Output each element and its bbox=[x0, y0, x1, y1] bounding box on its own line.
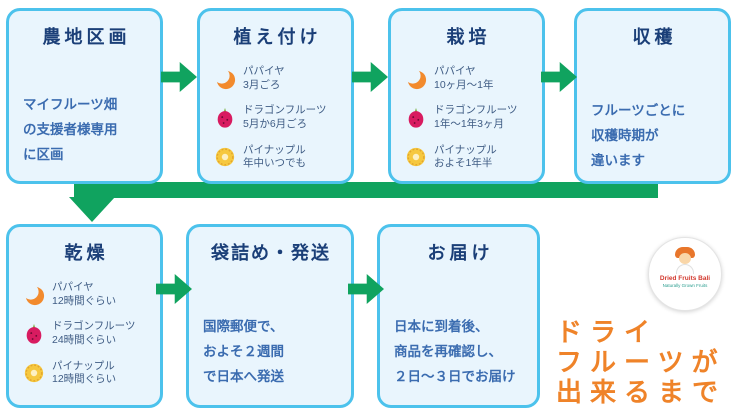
fruit-detail: 5月か6月ごろ bbox=[243, 117, 308, 130]
list-item: パパイヤ 10ヶ月～1年 bbox=[405, 65, 534, 92]
step-4-harvest-box: 収穫 フルーツごとに 収穫時期が 違います bbox=[574, 8, 731, 184]
fruit-name: パパイヤ bbox=[243, 65, 285, 77]
fruit-detail: 12時間ぐらい bbox=[52, 294, 117, 307]
list-item: ドラゴンフルーツ 5月か6月ごろ bbox=[214, 104, 343, 131]
step-7-delivery-box: お届け 日本に到着後、 商品を再確認し、 ２日～３日でお届け bbox=[377, 224, 540, 408]
list-item: パイナップル 12時間ぐらい bbox=[23, 360, 152, 387]
papaya-icon bbox=[405, 67, 427, 90]
step-title: 植え付け bbox=[233, 27, 322, 47]
flow-connector-arrowhead-down-icon bbox=[69, 197, 115, 222]
flow-connector-bar bbox=[74, 182, 658, 198]
list-item: パイナップル 年中いつでも bbox=[214, 144, 343, 171]
fruit-detail: 24時間ぐらい bbox=[52, 333, 117, 346]
fruit-name: パパイヤ bbox=[434, 65, 476, 77]
flow-arrow-right-icon bbox=[161, 62, 197, 92]
list-item: パパイヤ 12時間ぐらい bbox=[23, 281, 152, 308]
pineapple-icon bbox=[405, 146, 427, 168]
list-item: ドラゴンフルーツ 24時間ぐらい bbox=[23, 320, 152, 347]
caption-line: 出来るまで bbox=[556, 376, 727, 407]
step-5-drying-box: 乾燥 パパイヤ 12時間ぐらい ドラゴンフルーツ 24時間ぐらい bbox=[6, 224, 163, 408]
fruit-detail: 年中いつでも bbox=[243, 157, 306, 170]
dragonfruit-icon bbox=[405, 107, 427, 129]
step-description: フルーツごとに 収穫時期が 違います bbox=[591, 103, 686, 168]
step-6-packing-shipping-box: 袋詰め・発送 国際郵便で、 およそ２週間 で日本へ発送 bbox=[186, 224, 354, 408]
step-description: 日本に到着後、 商品を再確認し、 ２日～３日でお届け bbox=[394, 319, 516, 384]
fruit-name: パイナップル bbox=[243, 143, 306, 156]
step-title: 乾燥 bbox=[64, 243, 109, 263]
mascot-face bbox=[679, 253, 691, 264]
fruit-detail: 10ヶ月～1年 bbox=[434, 78, 494, 91]
fruit-detail: 3月ごろ bbox=[243, 78, 281, 91]
dragonfruit-icon bbox=[214, 107, 236, 129]
fruit-name: ドラゴンフルーツ bbox=[434, 104, 518, 117]
list-item: パイナップル およそ1年半 bbox=[405, 144, 534, 171]
flow-arrow-right-icon bbox=[352, 62, 388, 92]
step-1-farm-plot-box: 農地区画 マイフルーツ畑 の支援者様専用 に区画 bbox=[6, 8, 163, 184]
step-3-cultivation-box: 栽培 パパイヤ 10ヶ月～1年 ドラゴンフルーツ 1年～1年3ヶ月 bbox=[388, 8, 545, 184]
page-title: ドライ フルーツが 出来るまで bbox=[556, 317, 727, 408]
step-title: 収穫 bbox=[632, 27, 677, 47]
step-description: マイフルーツ畑 の支援者様専用 に区画 bbox=[23, 97, 118, 162]
caption-line: ドライ bbox=[556, 317, 659, 347]
fruit-name: パイナップル bbox=[52, 359, 115, 372]
fruit-item-list: パパイヤ 10ヶ月～1年 ドラゴンフルーツ 1年～1年3ヶ月 パイナップル bbox=[391, 65, 542, 171]
badge-brand-name: Dried Fruits Bali bbox=[659, 275, 711, 282]
step-title: 栽培 bbox=[446, 27, 491, 47]
badge-tagline: Naturally Grown Fruits bbox=[662, 283, 708, 289]
brand-badge: Dried Fruits Bali Naturally Grown Fruits bbox=[648, 237, 722, 311]
step-title: お届け bbox=[427, 243, 494, 263]
fruit-name: パパイヤ bbox=[52, 281, 94, 293]
papaya-icon bbox=[23, 283, 45, 306]
fruit-item-list: パパイヤ 12時間ぐらい ドラゴンフルーツ 24時間ぐらい パイナップル bbox=[9, 281, 160, 387]
fruit-detail: 12時間ぐらい bbox=[52, 373, 117, 386]
list-item: ドラゴンフルーツ 1年～1年3ヶ月 bbox=[405, 104, 534, 131]
pineapple-icon bbox=[23, 362, 45, 384]
step-2-planting-box: 植え付け パパイヤ 3月ごろ ドラゴンフルーツ 5月か6月ごろ bbox=[197, 8, 354, 184]
dragonfruit-icon bbox=[23, 323, 45, 345]
mascot-illustration bbox=[672, 247, 698, 274]
mascot-headscarf bbox=[675, 247, 695, 258]
list-item: パパイヤ 3月ごろ bbox=[214, 65, 343, 92]
mascot-body bbox=[676, 264, 694, 274]
fruit-detail: 1年～1年3ヶ月 bbox=[434, 117, 505, 130]
caption-line: フルーツが bbox=[556, 346, 726, 377]
step-title: 農地区画 bbox=[42, 27, 131, 47]
pineapple-icon bbox=[214, 146, 236, 168]
step-description: 国際郵便で、 およそ２週間 で日本へ発送 bbox=[203, 319, 284, 384]
papaya-icon bbox=[214, 67, 236, 90]
fruit-name: パイナップル bbox=[434, 143, 497, 156]
flow-arrow-right-icon bbox=[541, 62, 577, 92]
fruit-name: ドラゴンフルーツ bbox=[52, 320, 136, 333]
fruit-name: ドラゴンフルーツ bbox=[243, 104, 327, 117]
step-title: 袋詰め・発送 bbox=[211, 243, 331, 263]
fruit-item-list: パパイヤ 3月ごろ ドラゴンフルーツ 5月か6月ごろ パイナップル bbox=[200, 65, 351, 171]
fruit-detail: およそ1年半 bbox=[434, 157, 493, 170]
